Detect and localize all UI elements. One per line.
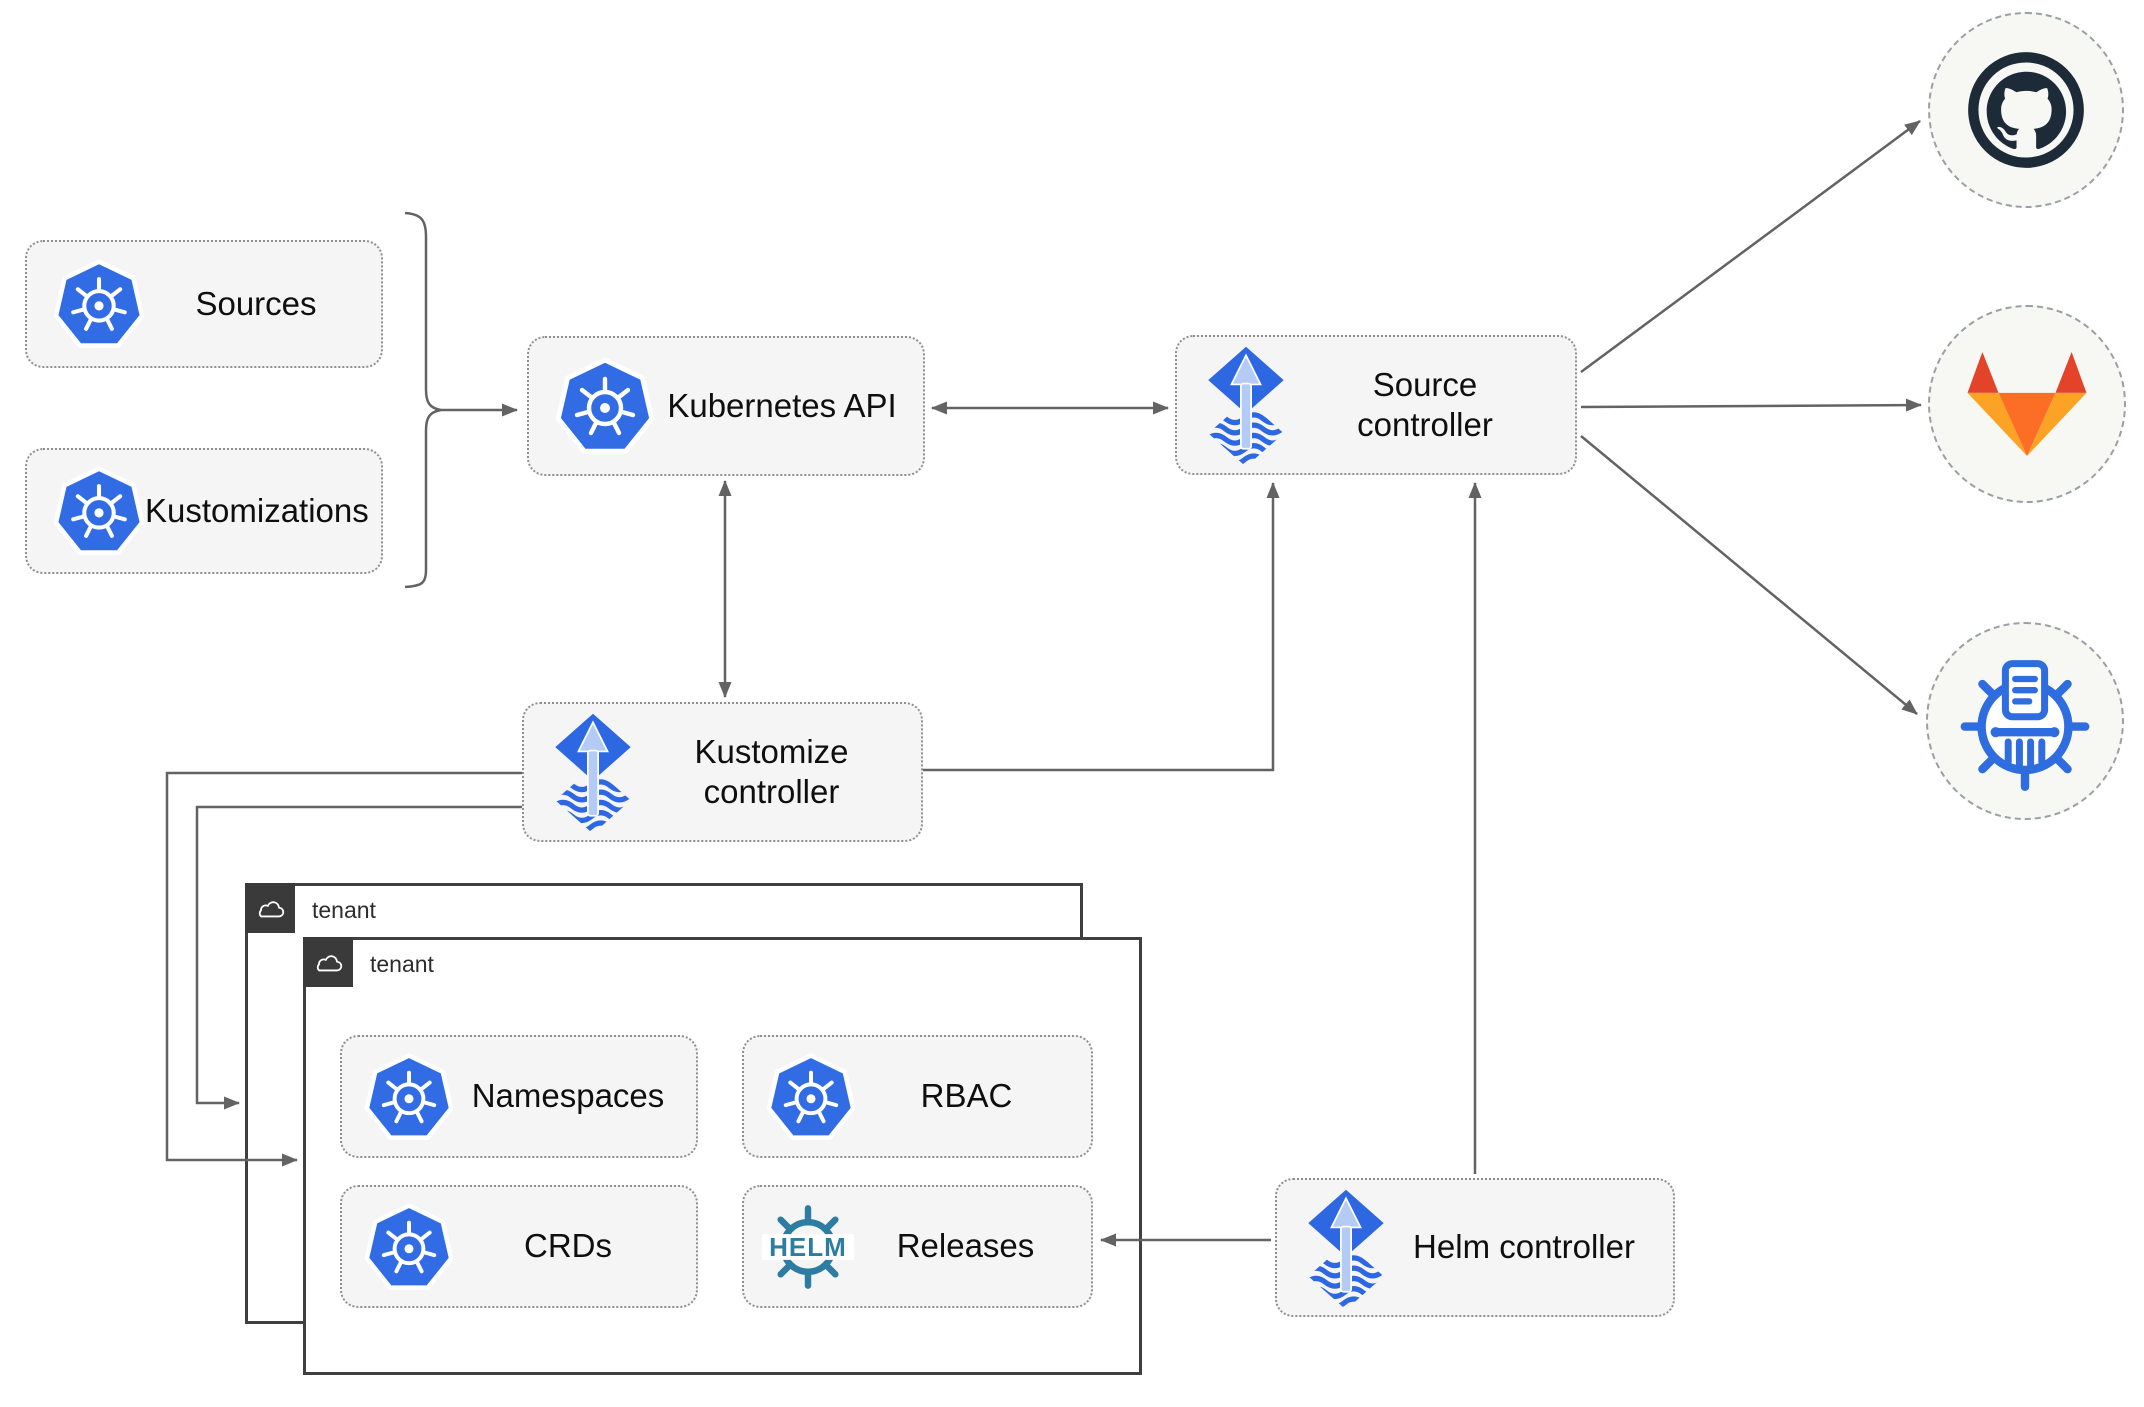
cloud-icon xyxy=(252,894,288,923)
cloud-icon xyxy=(310,948,346,977)
node-kubernetes-api: Kubernetes API xyxy=(527,336,925,476)
node-kustomizations: Kustomizations xyxy=(25,448,383,574)
node-crds: CRDs xyxy=(340,1185,698,1308)
gitlab-circle xyxy=(1928,305,2126,503)
tenant-badge xyxy=(303,937,353,987)
edge-sourcectl-github xyxy=(1580,119,1921,374)
node-label: CRDs xyxy=(524,1227,612,1265)
github-circle xyxy=(1928,12,2124,208)
github-icon xyxy=(1964,48,2088,172)
tenant-label: tenant xyxy=(312,897,376,923)
bracket-sources-group xyxy=(404,211,442,589)
node-rbac: RBAC xyxy=(742,1035,1093,1158)
node-sources: Sources xyxy=(25,240,383,368)
chartmuseum-circle xyxy=(1926,622,2124,820)
node-label: RBAC xyxy=(920,1077,1013,1115)
flux-icon xyxy=(1203,345,1289,465)
tenant-badge xyxy=(245,883,295,933)
chartmuseum-icon xyxy=(1955,651,2095,791)
kubernetes-icon xyxy=(555,354,655,458)
node-releases: HELM Releases xyxy=(742,1185,1093,1308)
node-label: Kustomize controller xyxy=(694,732,849,810)
kubernetes-icon xyxy=(364,1050,454,1144)
flux-icon xyxy=(550,712,636,832)
flux-icon xyxy=(1303,1188,1389,1308)
node-label: Sources xyxy=(195,284,317,322)
kubernetes-icon xyxy=(53,256,145,352)
kubernetes-icon xyxy=(766,1050,856,1144)
helm-logo-text: HELM xyxy=(769,1232,847,1262)
node-label: Kubernetes API xyxy=(667,386,897,424)
tenant-label: tenant xyxy=(370,951,434,977)
edge-sourcectl-gitlab xyxy=(1580,398,1922,412)
kubernetes-icon xyxy=(53,463,145,559)
node-label: Namespaces xyxy=(471,1077,665,1115)
edge-kustomizectl-sourcectl xyxy=(923,482,1280,772)
node-source-controller: Source controller xyxy=(1175,335,1577,475)
node-helm-controller: Helm controller xyxy=(1275,1178,1675,1317)
node-label: Source controller xyxy=(1357,365,1493,443)
node-kustomize-controller: Kustomize controller xyxy=(522,702,923,842)
helm-icon: HELM xyxy=(762,1201,854,1293)
node-namespaces: Namespaces xyxy=(340,1035,698,1158)
gitlab-icon xyxy=(1965,347,2089,461)
edge-sourcectl-chartmuseum xyxy=(1580,435,1918,715)
kubernetes-icon xyxy=(364,1200,454,1294)
node-label: Releases xyxy=(896,1227,1035,1265)
node-label: Kustomizations xyxy=(145,491,369,529)
node-label: Helm controller xyxy=(1413,1228,1635,1266)
